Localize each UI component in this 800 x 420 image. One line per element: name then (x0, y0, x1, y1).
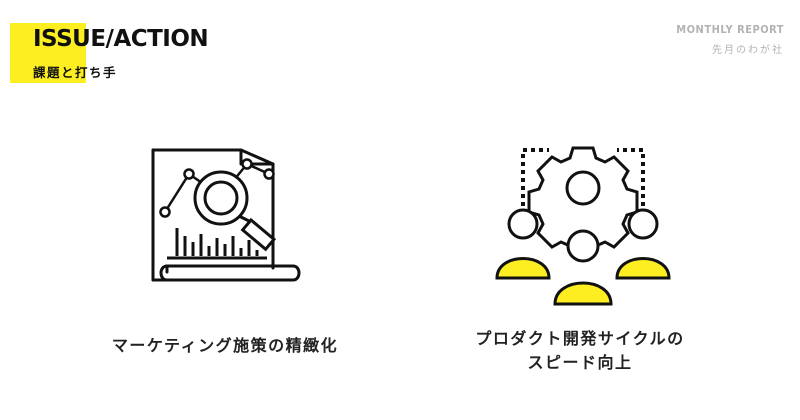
title-accent-block (10, 23, 86, 83)
caption-line: マーケティング施策の精緻化 (111, 336, 339, 355)
page-title: ISSUE/ACTION (33, 26, 209, 52)
report-label: MONTHLY REPORT (676, 23, 784, 36)
report-sublabel: 先月のわが社 (712, 45, 784, 56)
caption-line: スピード向上 (527, 353, 633, 372)
page-subtitle: 課題と打ち手 (33, 65, 118, 80)
analytics-report-magnifier-icon (151, 148, 301, 282)
caption-line: プロダクト開発サイクルの (475, 329, 685, 348)
caption-product-dev: プロダクト開発サイクルの スピード向上 (410, 327, 750, 375)
team-gear-process-icon (495, 146, 671, 306)
caption-marketing: マーケティング施策の精緻化 (60, 334, 390, 358)
